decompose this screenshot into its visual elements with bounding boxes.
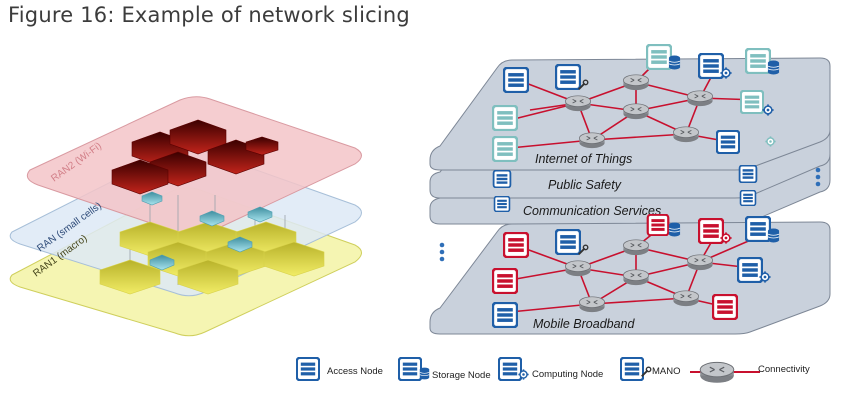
router-icon [622, 103, 650, 120]
storage-node-legend-icon [398, 357, 422, 381]
access-node-icon [493, 196, 511, 212]
iot-slice-label: Internet of Things [535, 152, 632, 166]
router-icon [622, 74, 650, 91]
access-node-icon [492, 170, 512, 188]
access-node-legend-icon [296, 357, 320, 381]
router-icon [564, 260, 592, 277]
legend-connectivity-label: Connectivity [758, 364, 810, 375]
legend-mano-label: MANO [652, 366, 681, 377]
router-icon [672, 126, 700, 143]
access-node-icon [492, 136, 518, 162]
legend-storage-label: Storage Node [432, 370, 491, 381]
mano-node-icon [555, 229, 581, 255]
database-icon [767, 60, 780, 75]
database-icon [767, 228, 780, 243]
computing-node-icon [698, 218, 724, 244]
database-icon [668, 222, 681, 237]
router-icon [622, 269, 650, 286]
legend: Access Node Storage Node Computing Node … [296, 357, 810, 384]
router-icon [578, 296, 606, 313]
mano-node-icon [555, 64, 581, 90]
database-icon [419, 367, 430, 380]
storage-node-icon [745, 48, 771, 74]
access-node-icon [739, 190, 757, 206]
more-slices-dots [439, 167, 821, 262]
figure-title: Figure 16: Example of network slicing [8, 3, 410, 27]
access-node-icon [492, 302, 518, 328]
router-legend-icon [699, 361, 735, 384]
ran-layers-stack: RAN2 (Wi-Fi) RAN (small cells) RAN1 (mac… [9, 96, 362, 337]
storage-node-icon [646, 214, 670, 236]
router-icon [578, 132, 606, 149]
storage-node-icon [745, 216, 771, 242]
access-node-icon [716, 130, 740, 154]
access-node-icon [738, 165, 758, 183]
storage-node-icon [646, 44, 672, 70]
access-node-icon [503, 232, 529, 258]
computing-node-icon [698, 53, 724, 79]
router-icon [686, 90, 714, 107]
mobile-broadband-slice-label: Mobile Broadband [533, 317, 636, 331]
database-icon [668, 55, 681, 70]
access-node-icon [492, 268, 518, 294]
legend-computing-label: Computing Node [532, 369, 603, 380]
slice-mobile-broadband: Mobile Broadband [429, 214, 831, 335]
computing-node-legend-icon [498, 357, 522, 381]
router-icon [686, 254, 714, 271]
public-safety-slice-label: Public Safety [548, 178, 622, 192]
mano-legend-icon [620, 357, 644, 381]
access-node-icon [712, 294, 738, 320]
router-icon [672, 290, 700, 307]
router-icon [622, 239, 650, 256]
legend-access-label: Access Node [327, 366, 383, 377]
slice-stack-top: Internet of Things Public Safety Communi… [429, 44, 831, 225]
access-node-icon [503, 67, 529, 93]
computing-node-icon [740, 90, 764, 114]
access-node-icon [492, 105, 518, 131]
computing-node-icon [737, 257, 763, 283]
router-icon [564, 95, 592, 112]
communication-slice-label: Communication Services [523, 204, 661, 218]
